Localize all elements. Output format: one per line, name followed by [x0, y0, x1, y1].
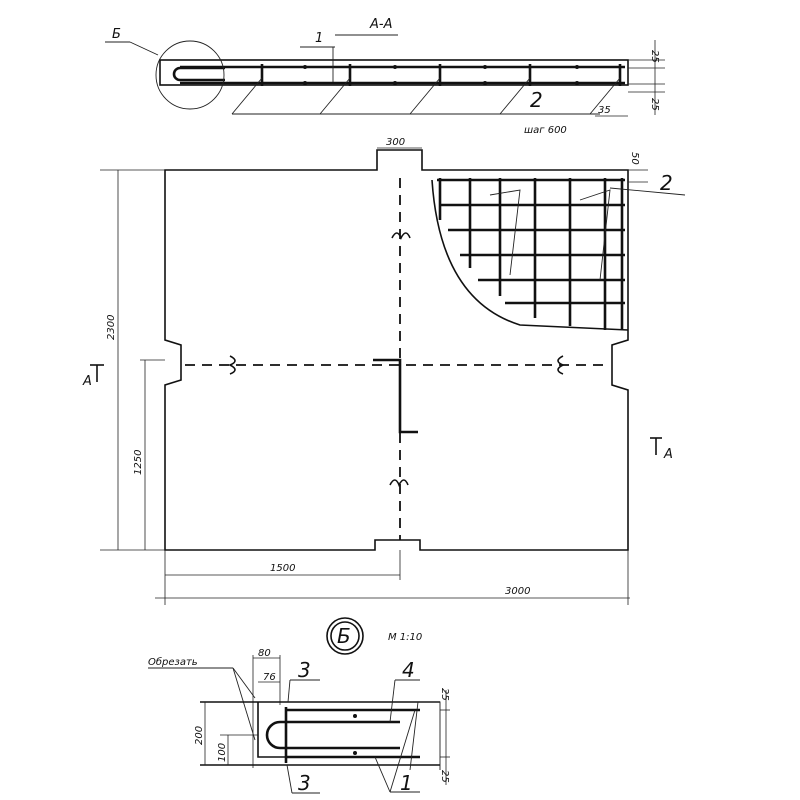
dim-100: 100	[217, 743, 228, 762]
lifting-loop-top	[391, 232, 411, 240]
section-mark-right: А	[663, 447, 673, 462]
lifting-loop-right	[557, 355, 565, 375]
dim-50: 50	[629, 152, 640, 165]
lifting-loop-left	[228, 355, 236, 375]
callout-2: 2	[530, 88, 543, 112]
slab-section-outline	[159, 59, 629, 86]
dim-76: 76	[263, 672, 276, 683]
dim-300: 300	[386, 137, 405, 148]
callout-3-bottom: 3	[298, 771, 311, 795]
dim-2300: 2300	[106, 315, 117, 340]
lifting-loop-bottom	[389, 479, 409, 487]
dim-80: 80	[258, 648, 271, 659]
dim-top-25-detail: 25	[439, 688, 450, 701]
dim-200: 200	[194, 726, 205, 745]
callout-4: 4	[402, 658, 415, 682]
callout-1-detail: 1	[400, 771, 413, 795]
dim-1500: 1500	[270, 563, 295, 574]
dim-35: 35	[598, 105, 611, 116]
dim-bottom-25: 25	[649, 98, 660, 111]
detail-scale: М 1:10	[388, 632, 422, 643]
callout-3-top: 3	[298, 658, 311, 682]
spacing-label: шаг 600	[524, 125, 567, 136]
detail-b-callout-circle	[155, 40, 225, 110]
plan-callout-2: 2	[660, 171, 673, 195]
slab-outline	[164, 149, 629, 551]
detail-title: Б	[337, 624, 351, 648]
callout-1: 1	[315, 31, 323, 46]
dim-3000: 3000	[505, 586, 530, 597]
section-title: А-А	[369, 17, 392, 32]
cut-note: Обрезать	[148, 656, 198, 668]
dim-top-25: 25	[649, 50, 660, 63]
detail-b: Б М 1:10 Обрезать 80 76 3 3 4 1	[148, 617, 450, 795]
section-a-a: А-А Б 1 2 35 шаг 600	[105, 17, 665, 136]
detail-b-label: Б	[112, 27, 121, 42]
dim-bottom-25-detail: 25	[439, 770, 450, 783]
slab-plan: 300	[82, 137, 686, 605]
dim-1250: 1250	[133, 450, 144, 475]
section-mark-left: А	[82, 374, 92, 389]
reinforcement-mesh-cutaway	[431, 178, 629, 331]
